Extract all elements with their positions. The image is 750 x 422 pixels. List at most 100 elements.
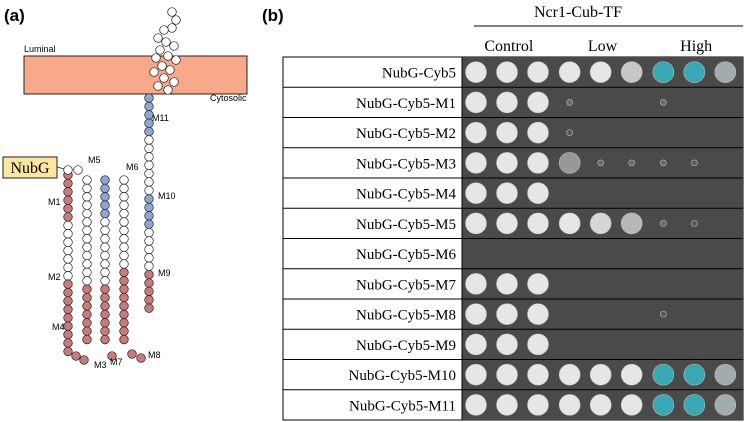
strain-header: Ncr1-Cub-TF [534,4,622,21]
residue [100,309,110,320]
colony-spot [496,363,518,386]
residue [119,309,129,320]
residue [100,259,110,269]
residue [63,165,73,175]
residue [119,301,129,311]
residue [63,304,73,315]
colony-spot [496,212,518,235]
row-label: NubG-Cyb5-M5 [356,217,456,233]
segment-label-m2: M2 [48,272,61,282]
residue [100,234,110,244]
colony-spot [558,363,581,386]
residue [144,211,154,221]
residue [100,267,110,278]
colony-spot [683,61,706,83]
segment-label-m6: M6 [126,162,139,172]
segment-label-m9: M9 [158,268,171,278]
grid-lines [283,57,743,420]
residue [163,51,173,61]
residue [155,45,165,55]
colony-spot [496,273,518,295]
colony-spot [558,212,581,235]
colony-spot [652,394,675,416]
colony-spot [527,121,549,144]
residue [100,183,110,194]
residue [63,338,73,348]
segment-label-m3: M3 [94,360,107,370]
residue [119,234,129,244]
residue [153,81,163,91]
residue [63,254,73,264]
residue [167,7,177,17]
residue [144,194,154,204]
residue [63,178,73,189]
colony-spot [465,182,487,204]
row-label: NubG-Cyb5-M3 [356,156,456,172]
residue [63,245,73,256]
segment-label-m5: M5 [88,155,101,165]
residue [100,326,110,336]
residue [144,219,154,229]
membrane-band [23,55,248,95]
nubg-box [2,156,58,179]
residue [144,303,154,313]
residue [63,187,73,197]
residue [82,175,92,185]
colony-spot [496,182,518,204]
residue [119,292,129,303]
colony-spot [465,333,487,356]
condition-high: High [680,38,712,55]
residue [63,212,73,222]
residue [144,143,154,154]
colony-spot [496,333,518,356]
residue [144,244,154,255]
residue [165,65,175,75]
colony-spot [660,310,667,318]
residue [100,200,110,210]
residue [144,253,154,263]
segment-label-m10: M10 [158,191,176,201]
residue [107,351,117,361]
row-label: NubG-Cyb5-M11 [349,398,456,414]
residue [100,301,110,311]
residue [82,326,92,336]
residue [144,295,154,305]
residue [79,355,89,365]
residue [82,284,92,294]
residue [151,53,161,63]
segment-label-m4: M4 [52,322,65,332]
residue [63,271,73,281]
colony-spot [527,303,549,325]
residue [63,329,73,340]
colony-spot [527,333,549,356]
topology-diagram: Luminal Cytosolic M1M2M3M4M5M6M7M8M9M10M… [2,7,248,370]
residue [144,177,154,187]
segment-label-m7: M7 [110,357,123,367]
residue [82,234,92,244]
residue [63,195,73,205]
residue [100,175,110,185]
row-label: NubG-Cyb5-M9 [356,338,456,354]
colony-spot [683,363,706,386]
residue [100,217,110,227]
colony-spot [465,121,487,144]
colony-spot [496,394,518,416]
colony-spot [465,394,487,416]
residue [119,326,129,336]
residue [82,309,92,320]
row-label: NubG-Cyb5-M2 [356,126,456,142]
colony-spot [527,394,549,416]
segment-label-m8: M8 [148,350,161,360]
colony-spot [465,61,487,83]
colony-spot [496,91,518,114]
residue [100,276,110,286]
residue [144,152,154,162]
residue [82,250,92,261]
colony-spot [683,394,706,416]
colony-spot [589,61,612,83]
residue [63,262,73,273]
colony-spot [527,273,549,295]
colony-spot [620,61,643,83]
row-label: NubG-Cyb5 [382,66,456,82]
